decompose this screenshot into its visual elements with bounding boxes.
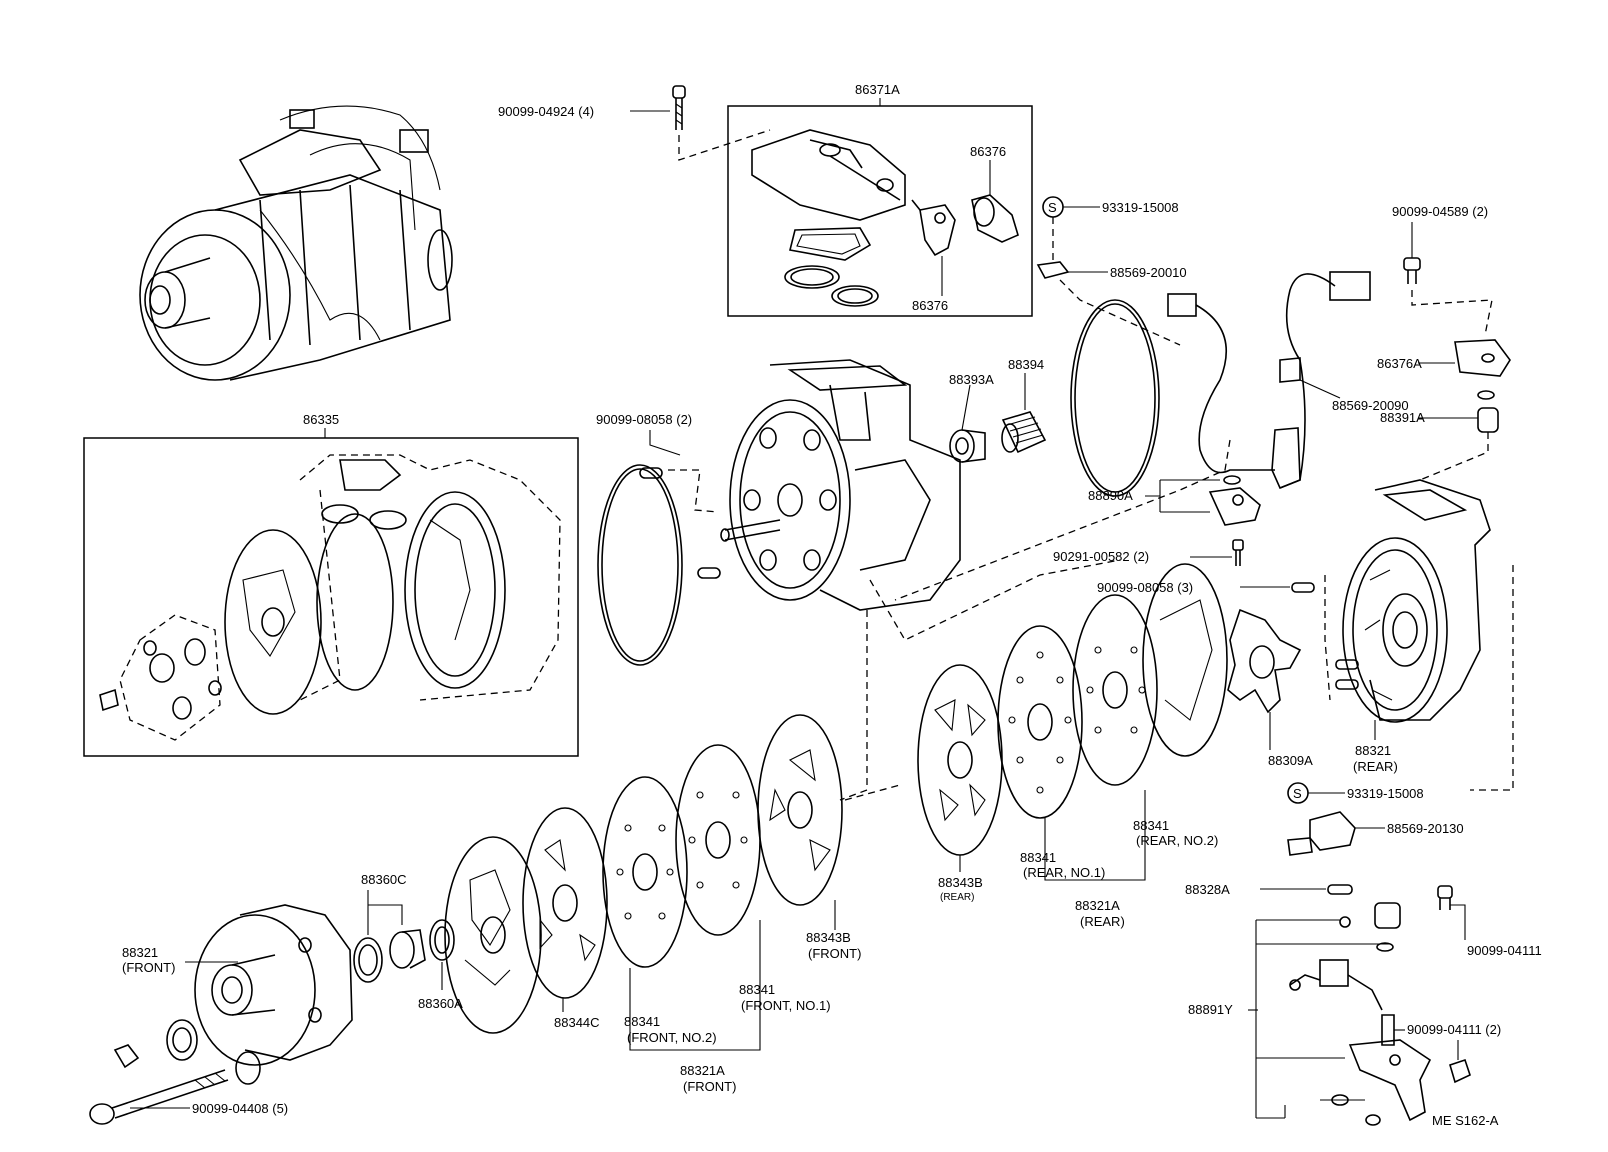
pins-90099-08058-2-illustration — [639, 430, 721, 579]
rear-head-illustration — [1324, 479, 1514, 791]
pins-90099-08058-3-illustration — [1240, 582, 1359, 690]
plate-86376A-illustration — [1418, 339, 1511, 400]
part-86376-top-illustration — [971, 160, 1019, 243]
label-88344C: 88344C — [554, 1015, 600, 1030]
label-86376-top: 86376 — [970, 144, 1006, 159]
label-86376-bottom: 86376 — [912, 298, 948, 313]
compressor-assembly-illustration — [139, 105, 453, 381]
label-88890A: 88890A — [1088, 488, 1133, 503]
s-mark-bottom: S — [1287, 782, 1345, 804]
valve-body-illustration — [751, 129, 906, 307]
figure-code: ME S162-A — [1432, 1113, 1499, 1128]
bracket-88891Y-illustration — [1248, 916, 1471, 1126]
o-ring-front-illustration — [597, 464, 683, 666]
label-88341-front-no1-sub: (FRONT, NO.1) — [741, 998, 831, 1013]
front-housing-illustration — [720, 359, 1121, 801]
label-90099-04924: 90099-04924 (4) — [498, 104, 594, 119]
bolt-90099-04408-illustration — [89, 1069, 229, 1125]
label-90099-08058-3: 90099-08058 (3) — [1097, 580, 1193, 595]
label-88360A: 88360A — [418, 996, 463, 1011]
rear-plates-illustration — [917, 563, 1228, 881]
plug-88393A-illustration — [949, 384, 986, 463]
label-88391A: 88391A — [1380, 410, 1425, 425]
part-88309A-illustration — [1227, 608, 1302, 750]
spring-88394-illustration — [1001, 373, 1047, 454]
label-88569-20130: 88569-20130 — [1387, 821, 1464, 836]
label-86376A: 86376A — [1377, 356, 1422, 371]
label-88341-rear-no1: 88341 — [1020, 850, 1056, 865]
pin-88328A-illustration — [1260, 884, 1353, 895]
label-88341-front-no2: 88341 — [624, 1014, 660, 1029]
box-86371A — [727, 105, 1033, 317]
label-86335: 86335 — [303, 412, 339, 427]
label-88891Y: 88891Y — [1188, 1002, 1233, 1017]
clip-88569-20130-illustration — [1287, 811, 1385, 856]
label-88321-rear: 88321 — [1355, 743, 1391, 758]
screw-90291-00582-illustration — [1190, 539, 1244, 566]
label-88343B-rear: 88343B — [938, 875, 983, 890]
label-88321-front-sub: (FRONT) — [122, 960, 175, 975]
s-mark-bottom-letter: S — [1293, 786, 1302, 801]
label-88343B-front-sub: (FRONT) — [808, 946, 861, 961]
label-88341-front-no1: 88341 — [739, 982, 775, 997]
label-88341-rear-no1-sub: (REAR, NO.1) — [1023, 865, 1105, 880]
cylinder-assembly-illustration — [99, 454, 561, 741]
pin-88391A-illustration — [1418, 407, 1499, 481]
label-93319-15008-top: 93319-15008 — [1102, 200, 1179, 215]
label-90099-04589: 90099-04589 (2) — [1392, 204, 1488, 219]
label-88393A: 88393A — [949, 372, 994, 387]
s-mark-top-letter: S — [1048, 200, 1057, 215]
label-86371A: 86371A — [855, 82, 900, 97]
label-88341-rear-no2: 88341 — [1133, 818, 1169, 833]
label-88321A-rear-sub: (REAR) — [1080, 914, 1125, 929]
front-head-illustration — [113, 904, 353, 1085]
box-86335 — [83, 437, 579, 757]
label-88360C: 88360C — [361, 872, 407, 887]
label-88569-20010: 88569-20010 — [1110, 265, 1187, 280]
bolt-90099-04111-illustration — [1374, 885, 1466, 940]
label-88341-front-no2-sub: (FRONT, NO.2) — [627, 1030, 717, 1045]
bolt-90099-04924 — [630, 85, 771, 161]
harness-illustration — [894, 271, 1371, 601]
part-86376-bottom-illustration — [911, 199, 956, 296]
label-88328A: 88328A — [1185, 882, 1230, 897]
seals-88360-illustration — [353, 919, 455, 990]
label-88394: 88394 — [1008, 357, 1044, 372]
o-ring-rear-illustration — [1070, 299, 1160, 497]
label-88309A: 88309A — [1268, 753, 1313, 768]
label-90099-08058-2: 90099-08058 (2) — [596, 412, 692, 427]
label-88341-rear-no2-sub: (REAR, NO.2) — [1136, 833, 1218, 848]
bolt-90099-04589-illustration — [1403, 222, 1493, 336]
label-88569-20090: 88569-20090 — [1332, 398, 1409, 413]
label-90099-04408: 90099-04408 (5) — [192, 1101, 288, 1116]
label-88321A-front: 88321A — [680, 1063, 725, 1078]
label-88321-front: 88321 — [122, 945, 158, 960]
label-88343B-rear-sub: (REAR) — [940, 892, 974, 903]
label-88343B-front: 88343B — [806, 930, 851, 945]
label-93319-15008-bottom: 93319-15008 — [1347, 786, 1424, 801]
label-90099-04111-2: 90099-04111 (2) — [1407, 1022, 1501, 1037]
label-88321A-rear: 88321A — [1075, 898, 1120, 913]
label-88321-rear-sub: (REAR) — [1353, 759, 1398, 774]
s-mark-top: S — [1042, 196, 1100, 262]
label-90099-04111: 90099-04111 — [1467, 943, 1542, 958]
label-88321A-front-sub: (FRONT) — [683, 1079, 736, 1094]
front-plates-illustration — [444, 714, 901, 1051]
label-90291-00582: 90291-00582 (2) — [1053, 549, 1149, 564]
